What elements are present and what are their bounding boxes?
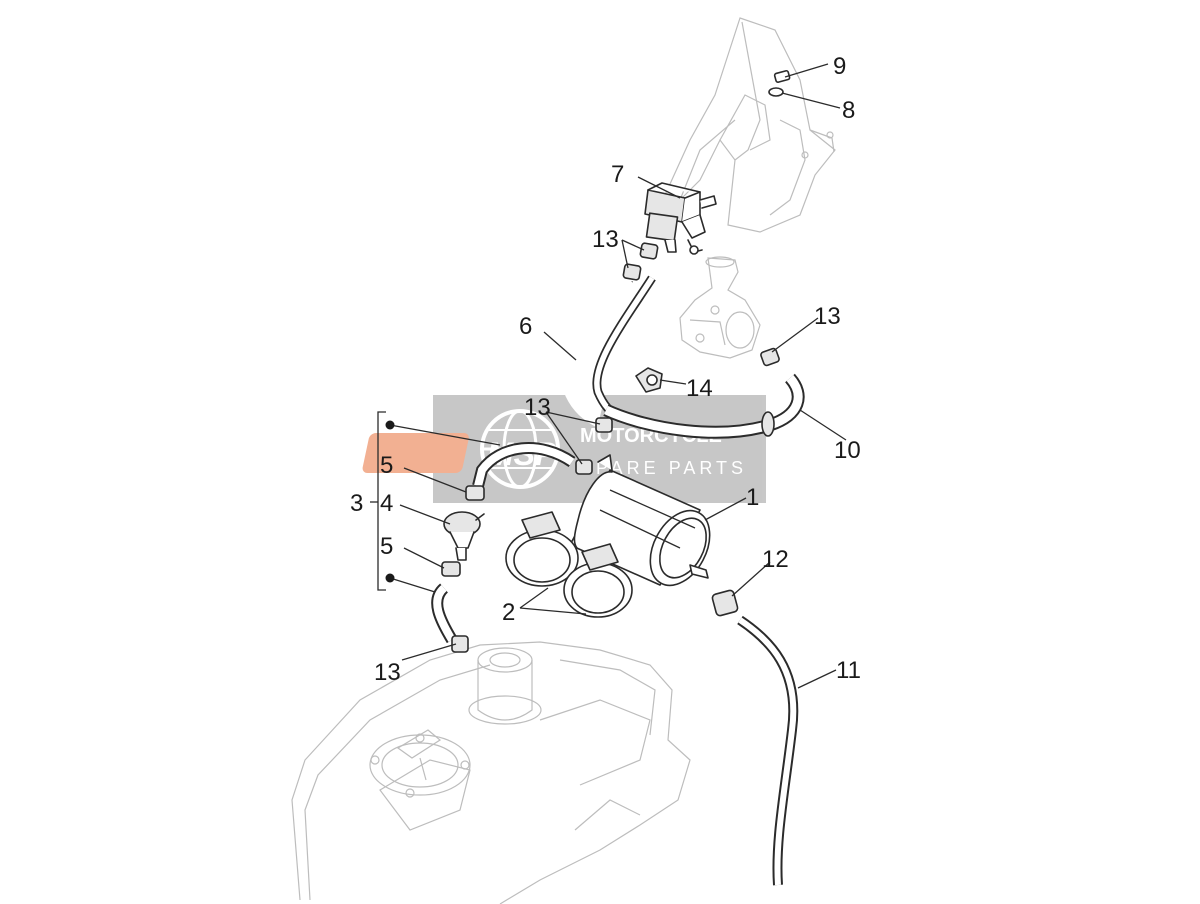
purge-valve-part-7	[644, 182, 717, 255]
throttle-body-ghost	[679, 256, 761, 359]
bullet-marker-upper	[385, 420, 395, 430]
part-number-labels: 9 8 7 13 6 13 14 13 10 5 1 3 4 5 12 2 13…	[350, 53, 861, 686]
label-part-13-lower: 13	[374, 659, 401, 686]
label-part-7: 7	[611, 161, 624, 188]
label-part-10: 10	[834, 437, 861, 464]
label-part-5-upper: 5	[380, 452, 393, 479]
label-part-6: 6	[519, 313, 532, 340]
label-part-13-right: 13	[814, 303, 841, 330]
label-part-8: 8	[842, 97, 855, 124]
label-part-13-middle: 13	[524, 394, 551, 421]
watermark-line2: SPARE PARTS	[580, 458, 747, 478]
bullet-marker-lower	[385, 573, 395, 583]
fuel-tank-ghost	[291, 641, 691, 904]
hose-part-10	[603, 347, 805, 439]
fitting-part-12	[711, 589, 739, 617]
frame-bracket-ghost	[664, 17, 836, 233]
label-part-2: 2	[502, 599, 515, 626]
watermark: MSP MOTORCYCLE SPARE PARTS	[362, 395, 766, 503]
label-part-1: 1	[746, 484, 759, 511]
label-part-5-lower: 5	[380, 533, 393, 560]
leader-lines	[370, 63, 847, 689]
label-part-9: 9	[833, 53, 846, 80]
hose-assembly-part-3	[431, 442, 576, 653]
clip-part-8	[768, 87, 784, 97]
label-part-14: 14	[686, 375, 713, 402]
clip-part-9	[773, 69, 791, 83]
drain-hose-part-11	[737, 615, 799, 886]
label-part-13-upper: 13	[592, 226, 619, 253]
label-part-3: 3	[350, 490, 363, 517]
band-clamps-part-2	[505, 511, 633, 618]
label-part-11: 11	[836, 657, 861, 684]
clamp-part-13-upper	[622, 242, 659, 281]
label-part-4: 4	[380, 490, 393, 517]
clip-part-14	[635, 367, 663, 393]
label-part-12: 12	[762, 546, 789, 573]
